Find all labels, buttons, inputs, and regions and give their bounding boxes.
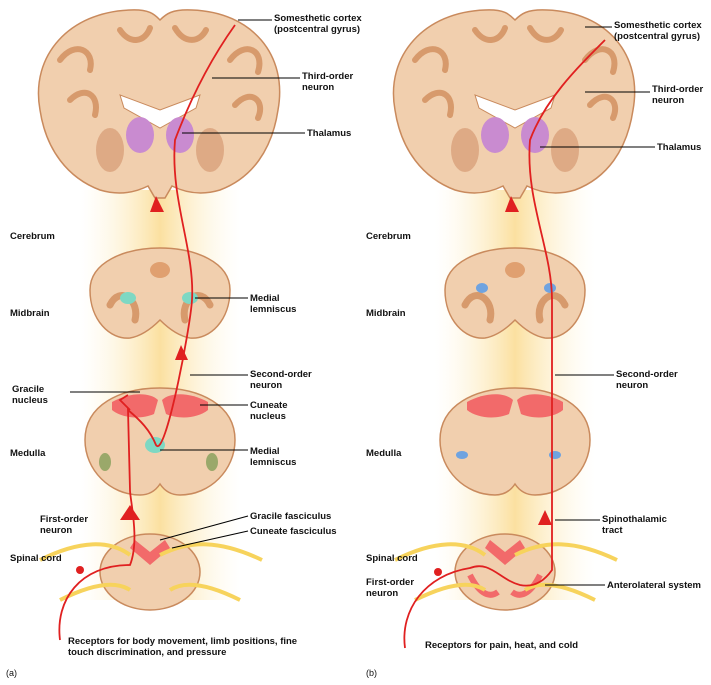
spinothalamic-midbrain-left-b — [476, 283, 488, 293]
cerebrum-section-a — [38, 10, 279, 198]
label-second-order-neuron-a: Second-order neuron — [250, 369, 330, 391]
label-gracile-nucleus-a: Gracile nucleus — [12, 384, 67, 406]
level-medulla-a: Medulla — [10, 448, 45, 459]
level-cerebrum-b: Cerebrum — [366, 231, 411, 242]
thalamus-left-b — [481, 117, 509, 153]
panel-letter-b: (b) — [366, 668, 377, 679]
spinothalamic-midbrain-right-b — [544, 283, 556, 293]
panel-b — [393, 10, 655, 648]
label-medial-lemniscus-midbrain-a: Medial lemniscus — [250, 293, 310, 315]
label-third-order-neuron-b: Third-order neuron — [652, 84, 710, 106]
label-first-order-neuron-b: First-order neuron — [366, 577, 426, 599]
thalamus-right-b — [521, 117, 549, 153]
medial-lemniscus-midbrain-left-a — [120, 292, 136, 304]
label-thalamus-a: Thalamus — [307, 128, 351, 139]
level-midbrain-a: Midbrain — [10, 308, 50, 319]
level-cerebrum-a: Cerebrum — [10, 231, 55, 242]
label-spinothalamic-tract-b: Spinothalamic tract — [602, 514, 682, 536]
level-midbrain-b: Midbrain — [366, 308, 406, 319]
label-second-order-neuron-b: Second-order neuron — [616, 369, 696, 391]
label-medial-lemniscus-medulla-a: Medial lemniscus — [250, 446, 310, 468]
label-gracile-fasciculus-a: Gracile fasciculus — [250, 511, 331, 522]
medulla-section-b — [440, 388, 590, 495]
cerebrum-section-b — [393, 10, 634, 198]
label-anterolateral-system-b: Anterolateral system — [607, 580, 701, 591]
spinothalamic-medulla-b — [549, 451, 561, 459]
level-spinal-cord-a: Spinal cord — [10, 553, 62, 564]
label-thalamus-b: Thalamus — [657, 142, 701, 153]
level-medulla-b: Medulla — [366, 448, 401, 459]
label-somesthetic-cortex-a: Somesthetic cortex (postcentral gyrus) — [274, 13, 374, 35]
label-third-order-neuron-a: Third-order neuron — [302, 71, 362, 93]
thalamus-left-a — [126, 117, 154, 153]
label-cuneate-nucleus-a: Cuneate nucleus — [250, 400, 305, 422]
label-receptors-b: Receptors for pain, heat, and cold — [425, 640, 578, 651]
label-somesthetic-cortex-b: Somesthetic cortex (postcentral gyrus) — [614, 20, 710, 42]
label-receptors-a: Receptors for body movement, limb positi… — [68, 636, 308, 658]
panel-a — [38, 10, 305, 640]
label-first-order-neuron-a: First-order neuron — [40, 514, 110, 536]
panel-letter-a: (a) — [6, 668, 17, 679]
level-spinal-cord-b: Spinal cord — [366, 553, 418, 564]
medulla-section-a — [85, 388, 235, 495]
thalamus-right-a — [166, 117, 194, 153]
label-cuneate-fasciculus-a: Cuneate fasciculus — [250, 526, 337, 537]
